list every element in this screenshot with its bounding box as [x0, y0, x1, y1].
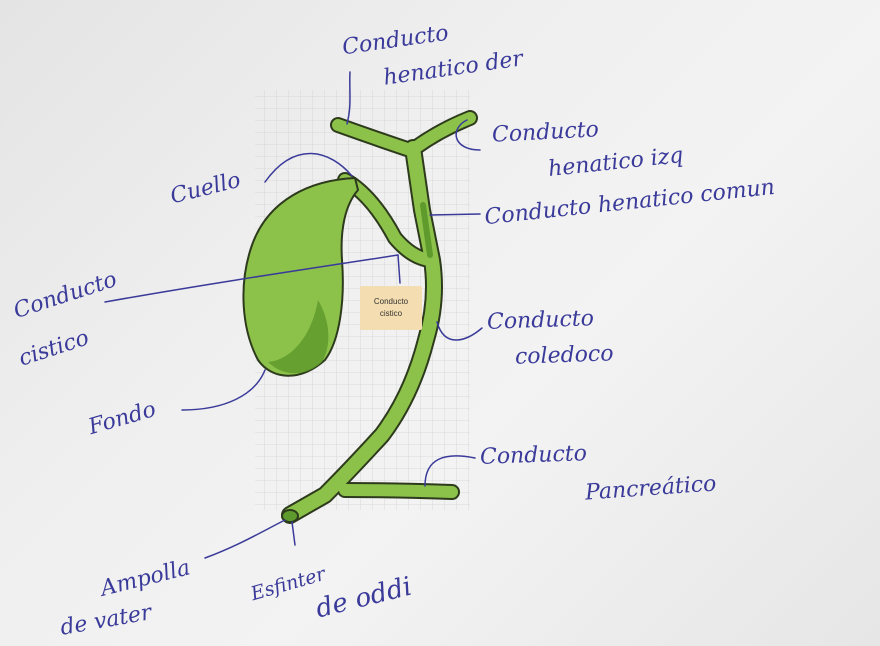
- leader-fondo: [182, 370, 265, 410]
- printed-label-cistico: Conducto cistico: [360, 286, 422, 330]
- printed-label-line1: Conducto: [374, 296, 408, 308]
- label-coledoco-line1: Conducto: [487, 308, 595, 334]
- leader-hepatico-comun: [430, 214, 480, 215]
- printed-label-line2: cistico: [380, 308, 402, 320]
- leader-esfinter: [292, 522, 295, 545]
- label-coledoco-line2: coledoco: [515, 343, 614, 368]
- leader-ampolla: [205, 520, 285, 558]
- label-hepatico-izq-line1: Conducto: [491, 119, 599, 147]
- label-pancreatico-line1: Conducto: [480, 443, 588, 469]
